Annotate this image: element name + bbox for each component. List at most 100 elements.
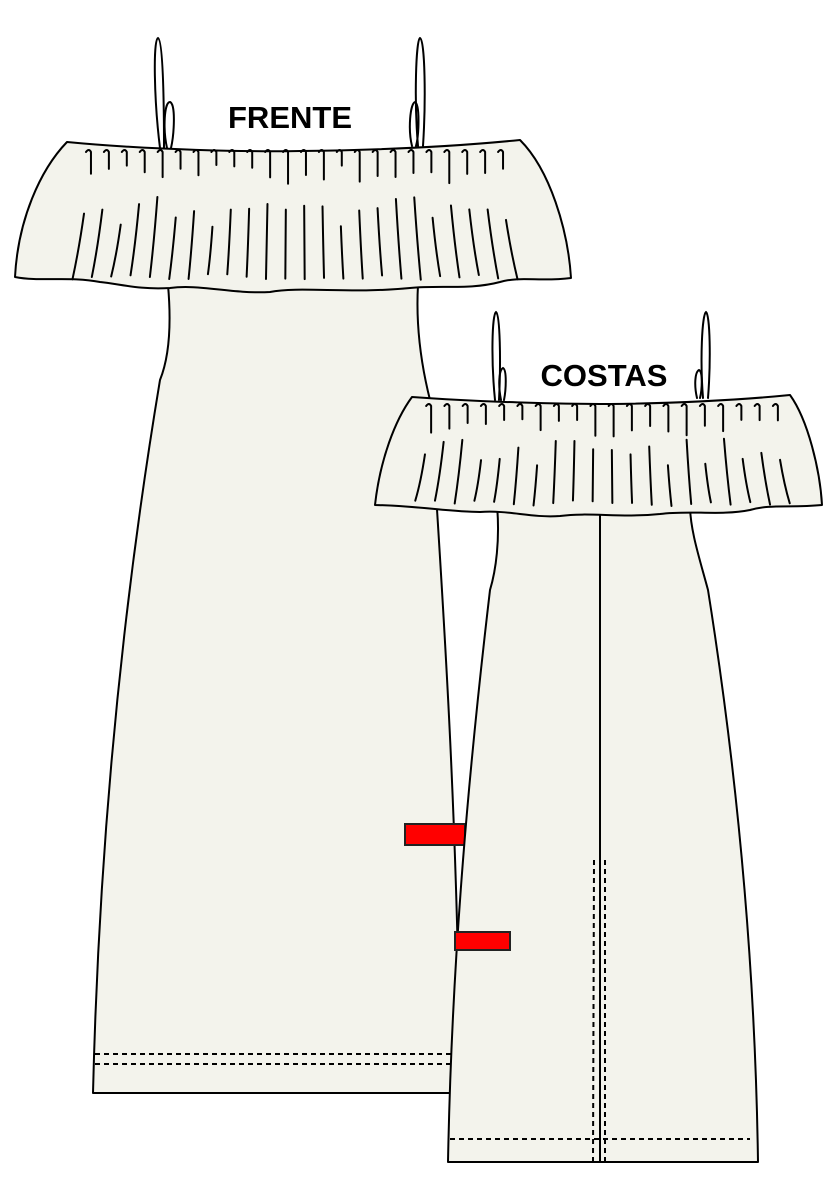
gather-line bbox=[84, 149, 92, 175]
gather-line bbox=[497, 149, 505, 170]
front-label: FRENTE bbox=[228, 100, 352, 135]
gather-line bbox=[453, 438, 464, 505]
gather-line bbox=[571, 439, 576, 502]
gather-line bbox=[741, 457, 752, 504]
gather-line bbox=[493, 457, 501, 503]
gather-line bbox=[425, 403, 433, 434]
gather-line bbox=[187, 210, 196, 280]
front-red-tag bbox=[404, 823, 466, 846]
gather-line bbox=[339, 225, 345, 280]
gather-line bbox=[461, 403, 469, 425]
gather-line bbox=[498, 403, 506, 422]
gather-line bbox=[625, 403, 633, 432]
gather-line bbox=[722, 437, 732, 506]
gather-line bbox=[680, 403, 688, 437]
gather-line bbox=[431, 216, 442, 278]
gather-line bbox=[771, 403, 779, 422]
gather-line bbox=[512, 446, 520, 506]
gather-line bbox=[504, 218, 519, 281]
gather-line bbox=[479, 403, 487, 426]
gather-line bbox=[156, 149, 164, 179]
gather-line bbox=[662, 403, 670, 433]
gather-line bbox=[760, 451, 772, 506]
gather-line bbox=[449, 204, 461, 279]
gather-line bbox=[414, 453, 426, 502]
gather-line bbox=[120, 149, 128, 167]
gather-line bbox=[779, 458, 791, 505]
gather-line bbox=[473, 459, 483, 502]
gather-line bbox=[698, 403, 706, 427]
gather-line bbox=[735, 403, 743, 421]
gather-line bbox=[246, 149, 254, 169]
gather-line bbox=[534, 403, 542, 432]
gather-line bbox=[264, 149, 272, 179]
gather-line bbox=[353, 149, 361, 183]
gather-line bbox=[371, 149, 379, 178]
gather-line bbox=[552, 439, 557, 505]
gather-line bbox=[610, 448, 614, 504]
gather-line bbox=[226, 208, 232, 276]
gather-line bbox=[174, 149, 182, 170]
gather-line bbox=[192, 149, 200, 177]
gather-line bbox=[685, 438, 693, 505]
front-straps bbox=[153, 36, 426, 149]
gather-line bbox=[71, 212, 86, 281]
gather-line bbox=[264, 202, 269, 280]
gather-line bbox=[245, 207, 251, 278]
gather-line bbox=[753, 403, 761, 422]
gather-line bbox=[571, 403, 579, 422]
gather-line bbox=[443, 149, 451, 185]
gather-line bbox=[102, 149, 110, 170]
gather-line bbox=[468, 208, 480, 276]
gather-line bbox=[629, 453, 634, 504]
gather-line bbox=[704, 462, 712, 504]
gather-line bbox=[461, 149, 469, 175]
gather-line bbox=[433, 440, 445, 502]
gather-line bbox=[376, 207, 384, 277]
gather-line bbox=[321, 205, 326, 279]
gather-line bbox=[138, 149, 146, 174]
gather-line bbox=[335, 149, 343, 167]
gather-line bbox=[591, 448, 595, 503]
gather-line bbox=[717, 403, 725, 433]
gather-line bbox=[394, 197, 403, 280]
gather-line bbox=[282, 149, 290, 185]
gather-line bbox=[407, 149, 415, 175]
back-ruffle bbox=[374, 394, 823, 518]
gather-line bbox=[389, 149, 397, 179]
gather-line bbox=[516, 403, 524, 421]
back-dress: COSTAS bbox=[374, 310, 823, 1163]
gather-line bbox=[110, 223, 122, 278]
gather-line bbox=[443, 403, 451, 430]
gather-line bbox=[129, 203, 141, 277]
gather-line bbox=[479, 149, 487, 175]
gather-line bbox=[206, 225, 214, 276]
gather-line bbox=[425, 149, 433, 174]
gather-line bbox=[299, 149, 307, 176]
gather-line bbox=[210, 149, 218, 167]
front-hem-stitch bbox=[95, 1053, 452, 1065]
back-body bbox=[447, 504, 759, 1163]
gather-line bbox=[228, 149, 236, 168]
gather-line bbox=[666, 464, 673, 507]
gather-line bbox=[552, 403, 560, 422]
gather-line bbox=[648, 445, 653, 506]
gather-line bbox=[413, 196, 422, 281]
back-red-tag bbox=[454, 931, 511, 951]
gather-line bbox=[644, 403, 652, 427]
gather-line bbox=[607, 403, 615, 438]
front-ruffle-gathers bbox=[71, 149, 519, 281]
back-straps bbox=[491, 310, 711, 401]
gather-line bbox=[589, 403, 597, 437]
gather-line bbox=[532, 464, 539, 507]
gather-line bbox=[90, 208, 104, 278]
gather-line bbox=[317, 149, 325, 181]
back-ruffle-gathers bbox=[414, 403, 791, 507]
gather-line bbox=[358, 209, 364, 280]
back-label: COSTAS bbox=[541, 358, 668, 393]
gather-line bbox=[303, 204, 306, 281]
front-dress: FRENTE bbox=[14, 36, 572, 1094]
gather-line bbox=[148, 195, 159, 279]
gather-line bbox=[168, 216, 177, 281]
